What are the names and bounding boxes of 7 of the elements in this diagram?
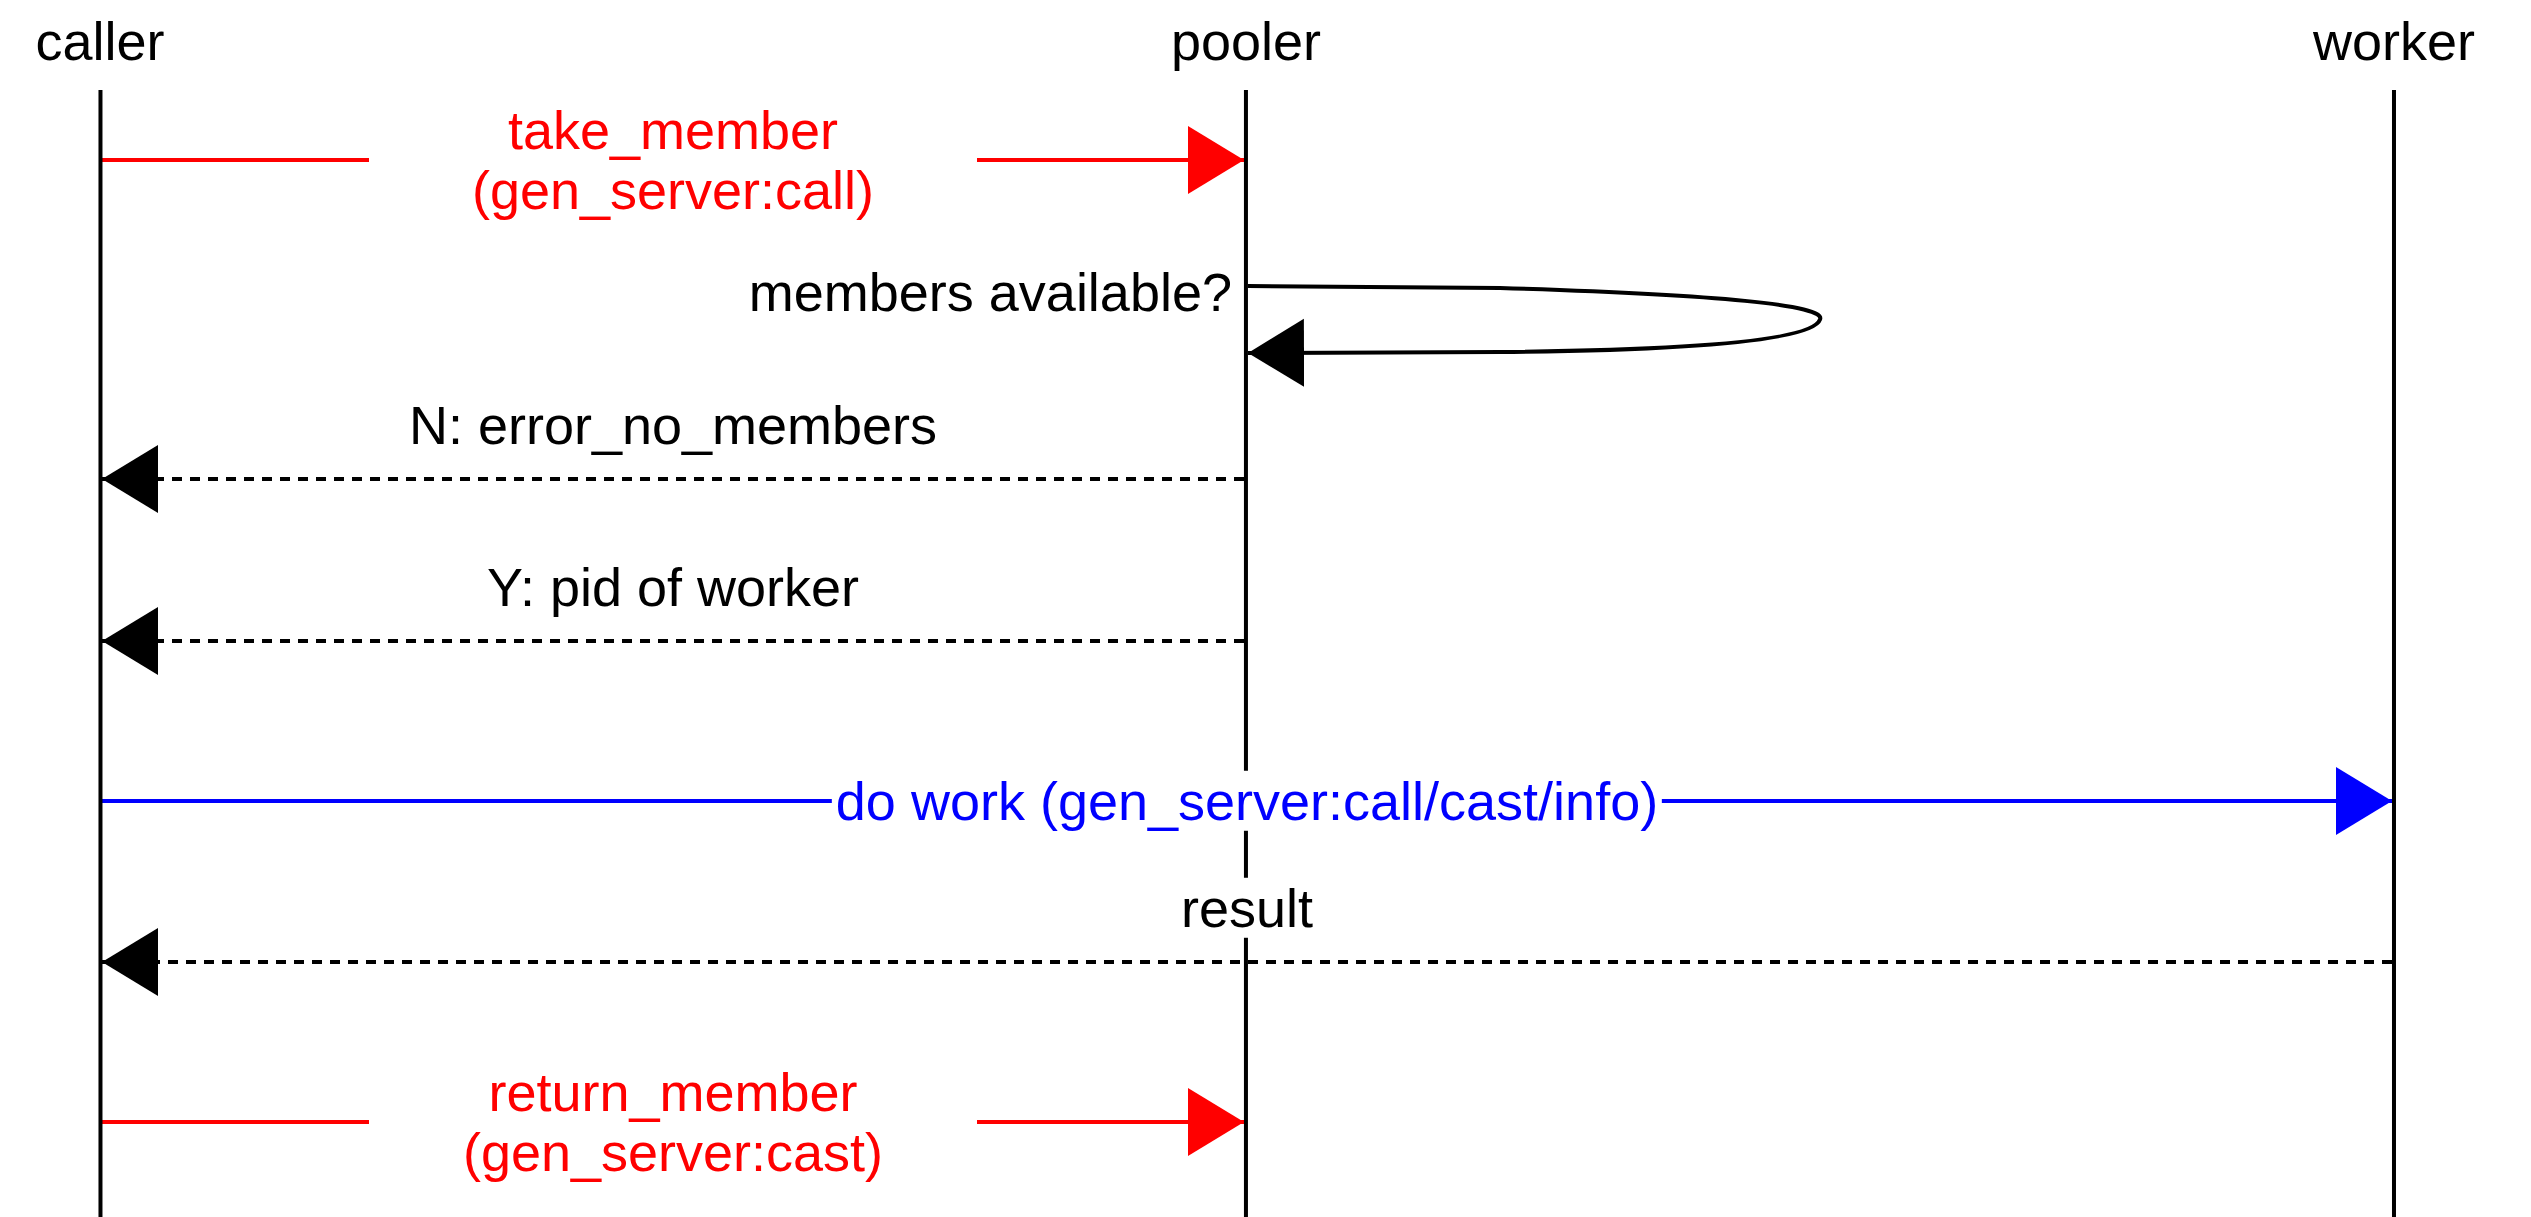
participant-label: worker [2313, 10, 2475, 68]
edge-label: do work (gen_server:call/cast/info) [831, 770, 1663, 832]
participant-label: caller [35, 10, 165, 68]
arrow [1248, 284, 1822, 387]
arrow [102, 445, 1244, 513]
arrow [102, 607, 1244, 675]
arrow [102, 928, 2392, 996]
